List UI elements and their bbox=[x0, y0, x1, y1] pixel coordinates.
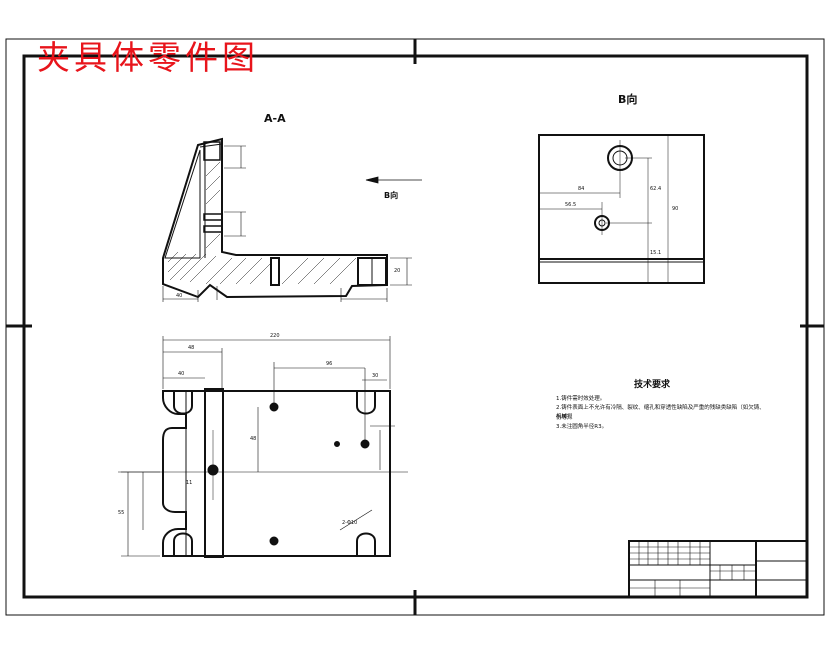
dim-vertical-c: 55 bbox=[118, 510, 125, 516]
view-b-label: B向 bbox=[618, 93, 638, 106]
tech-req-item: 1.铸件需时效处理。 bbox=[556, 396, 606, 402]
dim-view-b-w1: 84 bbox=[578, 186, 585, 192]
view-b bbox=[538, 134, 705, 284]
section-dimensions bbox=[162, 145, 412, 302]
top-view bbox=[118, 388, 408, 558]
dim-top-view-width: 220 bbox=[270, 333, 280, 339]
dim-view-b-height: 90 bbox=[672, 206, 679, 212]
arrow-label: B向 bbox=[384, 191, 399, 200]
dim-view-b-w2: 56.5 bbox=[565, 202, 577, 208]
dim-rib-width: 40 bbox=[176, 293, 183, 299]
dim-vertical-a: 48 bbox=[250, 436, 257, 442]
tech-req-item: 2.铸件表面上不允许有冷隔、裂纹、缩孔和穿透性缺陷及严重的残缺类缺陷（如欠铸、机… bbox=[556, 405, 765, 420]
dim-left-offset: 48 bbox=[188, 345, 195, 351]
top-view-dimensions bbox=[121, 336, 395, 557]
tech-req-heading: 技术要求 bbox=[634, 380, 671, 390]
dim-inner-offset: 40 bbox=[178, 371, 185, 377]
inner-border bbox=[22, 54, 809, 599]
centering-marks bbox=[6, 39, 824, 615]
drawing-title: 夹具体零件图 bbox=[37, 38, 259, 77]
title-block bbox=[628, 540, 808, 598]
section-hatch bbox=[167, 161, 357, 285]
dim-hole-spacing: 96 bbox=[326, 361, 333, 367]
section-view-aa bbox=[162, 137, 388, 299]
outer-frame bbox=[5, 38, 825, 616]
section-label-aa: A-A bbox=[264, 112, 286, 125]
tech-req-item: 伤等）。 bbox=[556, 415, 576, 421]
dim-right-offset: 30 bbox=[372, 373, 379, 379]
tech-req-item: 3.未注圆角半径R3。 bbox=[556, 424, 608, 430]
dim-base-thick: 20 bbox=[394, 268, 401, 274]
dim-angle-label: 2-Φ10 bbox=[342, 520, 358, 526]
dim-view-b-v1: 62.4 bbox=[650, 186, 662, 192]
b-direction-arrow bbox=[365, 176, 422, 184]
dim-vertical-b: 11 bbox=[186, 480, 193, 486]
dim-view-b-v2: 15.1 bbox=[650, 250, 662, 256]
